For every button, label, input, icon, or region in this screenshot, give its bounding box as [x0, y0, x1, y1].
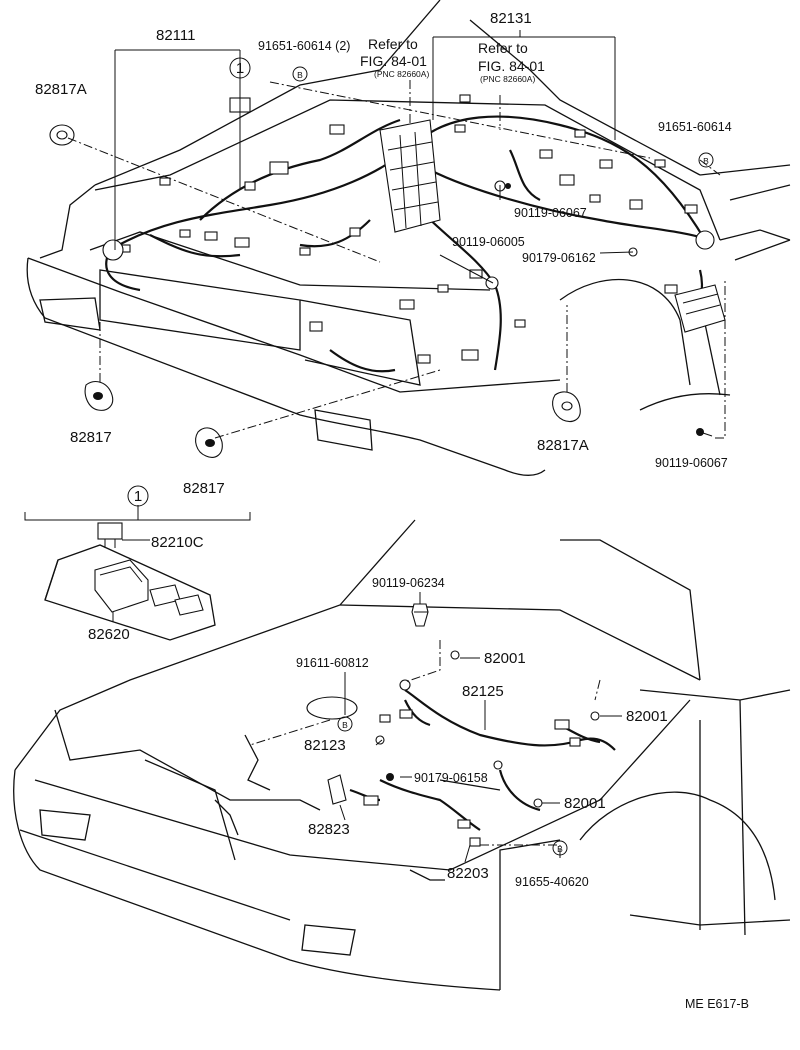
svg-text:1: 1	[236, 60, 244, 77]
label-82817-mid: 82817	[183, 480, 225, 497]
label-82823: 82823	[308, 821, 350, 838]
label-82203: 82203	[447, 865, 489, 882]
label-82001-c: 82001	[564, 795, 606, 812]
upper-leader-lines	[67, 30, 726, 439]
label-91655-40620: 91655-40620	[515, 875, 589, 889]
clip-82001-a-icon	[450, 650, 460, 660]
circle-one-marker-top: 1	[229, 57, 251, 79]
label-82131: 82131	[490, 10, 532, 27]
diagram-code: ME E617-B	[685, 997, 749, 1011]
clip-82001-b-icon	[590, 711, 600, 721]
circle-one-marker-inset: 1	[127, 485, 149, 507]
label-90179-06158: 90179-06158	[414, 771, 488, 785]
connector-82123-icon	[375, 735, 385, 745]
label-90119-06234: 90119-06234	[372, 576, 445, 590]
label-90119-06067-b: 90119-06067	[655, 456, 728, 470]
svg-text:B: B	[342, 720, 348, 730]
label-91611-60812: 91611-60812	[296, 656, 369, 670]
relay-82210c-icon	[97, 522, 123, 540]
label-82001-a: 82001	[484, 650, 526, 667]
label-82620: 82620	[88, 626, 130, 643]
label-90119-06005: 90119-06005	[452, 235, 525, 249]
label-82125: 82125	[462, 683, 504, 700]
label-82817-left: 82817	[70, 429, 112, 446]
svg-text:B: B	[557, 844, 563, 854]
front-body-illustration	[13, 519, 791, 991]
svg-text:1: 1	[134, 488, 142, 505]
label-82001-b: 82001	[626, 708, 668, 725]
b-marker-front-91611: B	[337, 716, 353, 732]
label-91651-60614-right: 91651-60614	[658, 120, 732, 134]
label-82210c: 82210C	[151, 534, 204, 551]
refer-to-a-pnc: (PNC 82660A)	[374, 69, 429, 79]
clip-82001-c-icon	[533, 798, 543, 808]
label-90119-06067-a: 90119-06067	[514, 206, 587, 220]
refer-to-b-pnc: (PNC 82660A)	[480, 74, 535, 84]
label-82111: 82111	[156, 27, 196, 44]
refer-to-a-line1: Refer to	[368, 36, 418, 52]
relay-inset	[24, 505, 251, 641]
b-marker-top: B	[292, 66, 308, 82]
reservoir-cap-icon	[306, 696, 358, 720]
lower-leader-lines	[249, 592, 622, 863]
sensor-82823-icon	[327, 774, 347, 805]
label-82123: 82123	[304, 737, 346, 754]
junction-block	[379, 119, 441, 233]
label-91651-60614-2: 91651-60614 (2)	[258, 39, 350, 53]
b-marker-right: B	[698, 152, 714, 168]
fastener-icons	[505, 183, 713, 437]
bolt-90119-06234-icon	[411, 603, 429, 627]
svg-text:B: B	[703, 156, 709, 166]
refer-to-b-line1: Refer to	[478, 40, 528, 56]
harness-connectors	[102, 94, 715, 364]
refer-to-a-line2: FIG. 84-01	[360, 53, 427, 69]
grommet-icons	[49, 124, 581, 458]
nut-90179-06158-icon	[386, 773, 394, 781]
front-connectors	[327, 603, 600, 847]
label-90179-06162: 90179-06162	[522, 251, 596, 265]
refer-to-b-line2: FIG. 84-01	[478, 58, 545, 74]
svg-text:B: B	[297, 70, 303, 80]
right-tail-lamp-connector	[674, 284, 726, 333]
rear-wiring-harness	[105, 115, 711, 373]
relay-82620-icon	[94, 559, 149, 613]
label-82817a-mid: 82817A	[537, 437, 589, 454]
label-82817a-top: 82817A	[35, 81, 87, 98]
b-marker-front-91655: B	[552, 840, 568, 856]
